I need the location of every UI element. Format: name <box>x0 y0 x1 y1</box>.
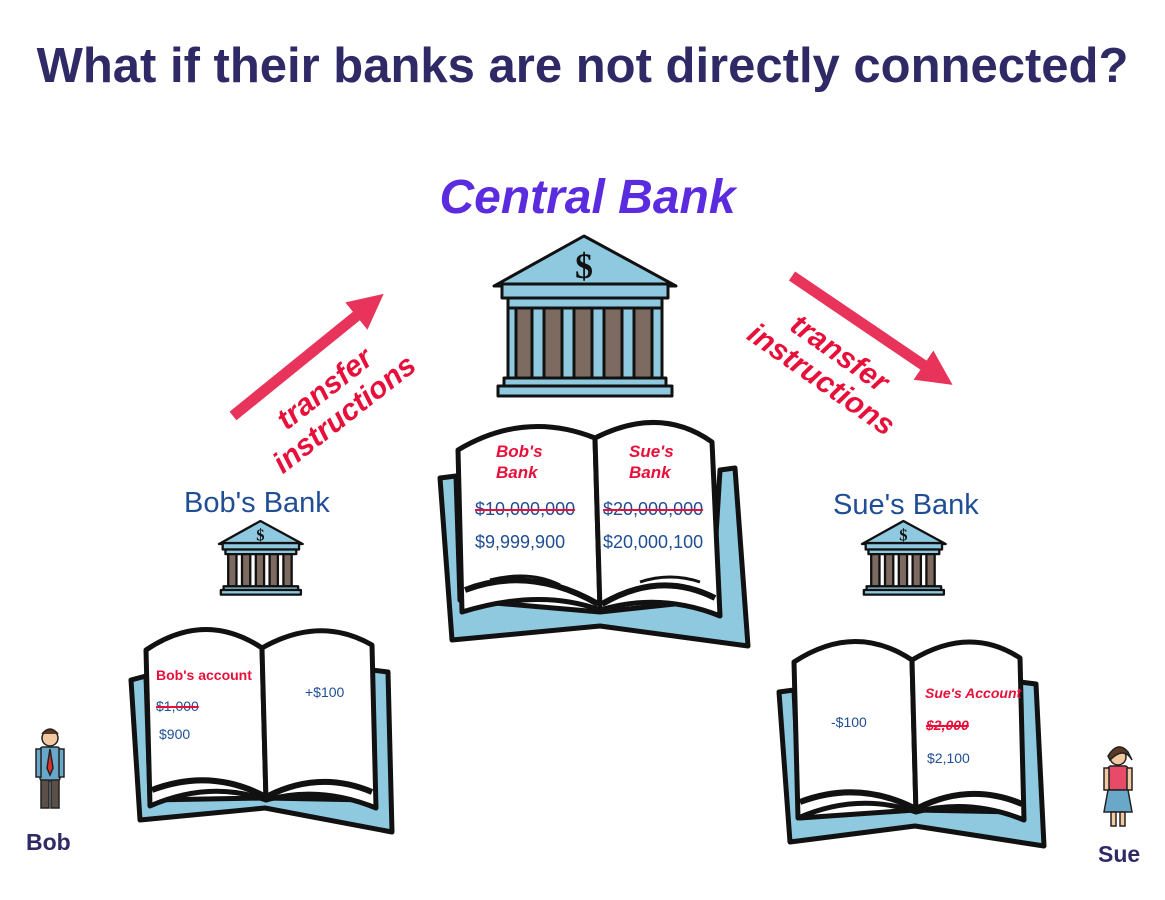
bobs-old-balance: $1,000 <box>156 698 199 714</box>
central-left-old-balance: $10,000,000 <box>475 499 576 519</box>
bob-person-icon <box>35 728 65 809</box>
svg-text:$: $ <box>575 246 593 286</box>
arrow-to-sues-bank <box>788 271 953 385</box>
central-bank-ledger-book-icon <box>437 420 751 649</box>
page-title: What if their banks are not directly con… <box>36 39 1129 93</box>
sues-new-balance: $2,100 <box>927 750 970 766</box>
sues-bank-label: Sue's Bank <box>833 489 979 521</box>
central-left-new-balance: $9,999,900 <box>475 532 566 552</box>
sues-bank-ledger-book-icon <box>776 639 1047 849</box>
bobs-change: +$100 <box>305 684 345 700</box>
central-left-heading: Bob's Bank <box>496 442 543 482</box>
bob-label: Bob <box>26 829 71 855</box>
central-bank-label: Central Bank <box>439 171 736 224</box>
bobs-new-balance: $900 <box>159 726 191 742</box>
svg-text:$: $ <box>256 525 264 544</box>
central-right-new-balance: $20,000,100 <box>603 532 704 552</box>
svg-text:$: $ <box>899 525 907 544</box>
sues-old-balance: $2,000 <box>926 717 969 733</box>
bobs-account-heading: Bob's account <box>156 667 252 683</box>
bobs-bank-label: Bob's Bank <box>184 487 330 519</box>
sues-change: -$100 <box>831 714 867 730</box>
sue-label: Sue <box>1098 841 1141 867</box>
central-right-old-balance: $20,000,000 <box>603 499 704 519</box>
central-right-heading: Sue's Bank <box>629 442 674 482</box>
bobs-bank-building-icon: $ <box>217 519 304 596</box>
sues-bank-building-icon: $ <box>860 519 947 596</box>
central-bank-building-icon: $ <box>492 234 678 398</box>
bobs-bank-ledger-book-icon <box>128 627 395 835</box>
sues-account-heading: Sue's Account <box>925 685 1022 701</box>
sue-person-icon <box>1103 746 1133 827</box>
arrow-to-central-bank <box>229 293 384 421</box>
